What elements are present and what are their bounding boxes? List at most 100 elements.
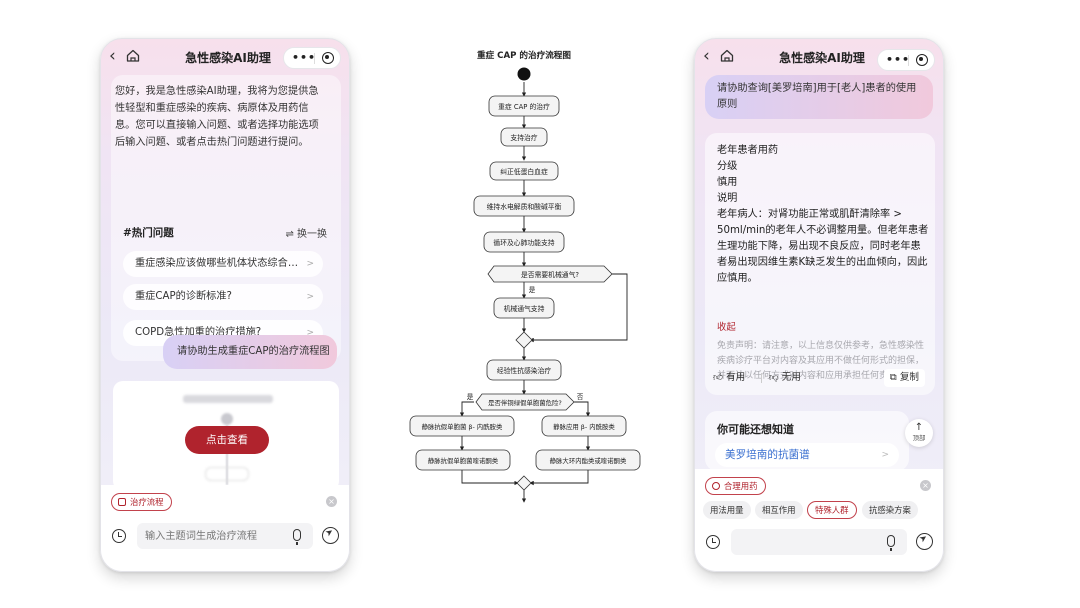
answer-line: 老年患者用药 (717, 145, 779, 156)
page-title: 急性感染AI助理 (185, 51, 271, 65)
phone-screen-flowchart: ‹ 急性感染AI助理 ••• 您好，我是急性感染AI助理，我将为您提供急性轻型和… (100, 38, 350, 572)
welcome-card (111, 75, 341, 361)
treatment-flowchart: 重症 CAP 的治疗流程图 重症 CAP 的治疗 支持治疗 纠正低蛋白血症 维持… (409, 49, 641, 503)
chevron-right-icon: > (306, 292, 314, 302)
hot-question-item[interactable]: 重症CAP的诊断标准? > (123, 284, 323, 310)
suggestion-card: 你可能还想知道 美罗培南的抗菌谱 > (705, 411, 909, 471)
suggestion-text: 美罗培南的抗菌谱 (725, 449, 810, 461)
useless-button[interactable]: 👎︎ 无用 (769, 369, 801, 387)
node-label: 纠正低蛋白血症 (500, 167, 548, 176)
view-flowchart-button[interactable]: 点击查看 (185, 426, 269, 454)
query-input-box[interactable] (731, 529, 907, 555)
copy-label: 复制 (899, 372, 919, 383)
history-clock-icon[interactable] (112, 529, 126, 543)
node-label: 机械通气支持 (504, 304, 545, 313)
nav-header: ‹ 急性感染AI助理 ••• (101, 39, 349, 75)
topic-input-box[interactable] (137, 523, 313, 549)
home-icon[interactable] (720, 49, 734, 62)
feedback-divider (761, 373, 762, 383)
answer-line: 分级 (717, 161, 738, 172)
chevron-right-icon: > (306, 328, 314, 338)
answer-line: 慎用 (717, 177, 738, 188)
home-icon[interactable] (126, 49, 140, 62)
collapse-link[interactable]: 收起 (717, 322, 736, 333)
microphone-icon[interactable] (887, 535, 895, 551)
yes-label: 是 (529, 286, 536, 294)
node-label: 静脉大环内酯类或喹诺酮类 (550, 456, 627, 465)
close-target-icon[interactable] (322, 52, 334, 64)
history-clock-icon[interactable] (706, 535, 720, 549)
feedback-row: 👍︎ 有用 👎︎ 无用 ⧉ 复制 (709, 369, 925, 387)
tag-interactions[interactable]: 相互作用 (755, 501, 803, 519)
hot-question-text: 重症CAP的诊断标准? (135, 291, 232, 302)
capsule-divider (908, 55, 909, 66)
answer-card: 老年患者用药 分级 慎用 说明 老年病人：对肾功能正常或肌酐清除率 > 50ml… (705, 133, 935, 395)
flow-icon (118, 498, 126, 506)
answer-line: 说明 (717, 193, 738, 204)
mini-program-capsule: ••• (877, 49, 935, 71)
topic-input[interactable] (145, 523, 275, 549)
node-label: 循环及心肺功能支持 (493, 238, 554, 247)
close-target-icon[interactable] (916, 54, 928, 66)
close-chip-icon[interactable]: × (920, 480, 931, 491)
rational-drug-use-chip[interactable]: 合理用药 (705, 477, 766, 495)
more-icon[interactable]: ••• (886, 53, 911, 66)
send-icon[interactable] (322, 527, 339, 544)
treatment-flow-chip[interactable]: 治疗流程 (111, 493, 172, 511)
back-to-top-button[interactable]: ↑ 顶部 (905, 419, 933, 447)
pill-icon (712, 482, 720, 490)
mini-program-capsule: ••• (283, 47, 341, 69)
chevron-right-icon: > (881, 450, 889, 460)
send-icon[interactable] (916, 533, 933, 550)
hot-questions-title: #热门问题 (123, 227, 174, 239)
microphone-icon[interactable] (293, 529, 301, 545)
phone-screen-drug-query: ‹ 急性感染AI助理 ••• 请协助查询[美罗培南]用于[老人]患者的使用原则 … (694, 38, 944, 572)
input-bar: 合理用药 × 用法用量 相互作用 特殊人群 抗感染方案 (695, 469, 943, 571)
useless-label: 无用 (781, 372, 801, 383)
query-input[interactable] (739, 529, 869, 555)
close-chip-icon[interactable]: × (326, 496, 337, 507)
useful-label: 有用 (726, 372, 746, 383)
node-label: 经验性抗感染治疗 (497, 366, 552, 375)
useful-button[interactable]: 👍︎ 有用 (713, 369, 745, 387)
back-icon[interactable]: ‹ (109, 46, 116, 66)
blurred-node-box (205, 467, 249, 481)
tag-special-population[interactable]: 特殊人群 (807, 501, 857, 519)
disclaimer-text: 免责声明：请注意，以上信息仅供参考，急性感染性疾病诊疗平台对内容及其应用不做任何… (717, 341, 925, 381)
node-label: 静脉应用 β- 内酰胺类 (553, 422, 615, 431)
node-label: 静脉抗假单胞菌 β- 内酰胺类 (422, 422, 503, 431)
node-label: 支持治疗 (510, 133, 537, 142)
user-message-bubble: 请协助生成重症CAP的治疗流程图 (163, 335, 337, 369)
capsule-divider (314, 53, 315, 64)
welcome-message: 您好，我是急性感染AI助理，我将为您提供急性轻型和重症感染的疾病、病原体及用药信… (115, 86, 319, 148)
refresh-button[interactable]: ⇌ 换一换 (285, 229, 327, 240)
no-label: 否 (577, 393, 584, 401)
user-message-bubble: 请协助查询[美罗培南]用于[老人]患者的使用原则 (705, 75, 933, 119)
hot-question-item[interactable]: 重症感染应该做哪些机体状态综合评估？ > (123, 251, 323, 277)
answer-line: 老年病人：对肾功能正常或肌酐清除率 > 50ml/min的老年人不必调整用量。但… (717, 209, 929, 284)
suggestion-item[interactable]: 美罗培南的抗菌谱 > (715, 443, 899, 467)
back-icon[interactable]: ‹ (703, 46, 710, 66)
node-label: 维持水电解质和酸碱平衡 (487, 202, 562, 211)
copy-icon: ⧉ (889, 372, 900, 383)
blurred-connector (226, 425, 228, 485)
blurred-start-node (221, 413, 233, 425)
blurred-preview-title (183, 395, 273, 403)
nav-header: ‹ 急性感染AI助理 ••• (695, 39, 943, 75)
chevron-right-icon: > (306, 259, 314, 269)
page-title: 急性感染AI助理 (779, 51, 865, 65)
start-node (517, 67, 531, 81)
input-bar: 治疗流程 × (101, 485, 349, 571)
yes-label: 是 (467, 393, 474, 401)
tag-dosage[interactable]: 用法用量 (703, 501, 751, 519)
decision-label: 是否伴铜绿假单胞菌危险? (488, 398, 562, 407)
copy-button[interactable]: ⧉ 复制 (883, 369, 925, 387)
thumb-down-icon: 👎︎ (769, 372, 782, 383)
tag-anti-infection-plan[interactable]: 抗感染方案 (862, 501, 918, 519)
decision-label: 是否需要机械通气? (521, 270, 579, 279)
answer-content: 老年患者用药 分级 慎用 说明 老年病人：对肾功能正常或肌酐清除率 > 50ml… (717, 143, 929, 287)
flowchart-title: 重症 CAP 的治疗流程图 (477, 49, 571, 61)
more-icon[interactable]: ••• (292, 51, 317, 64)
arrow-up-icon: ↑ (914, 422, 924, 433)
thumb-up-icon: 👍︎ (713, 372, 727, 383)
